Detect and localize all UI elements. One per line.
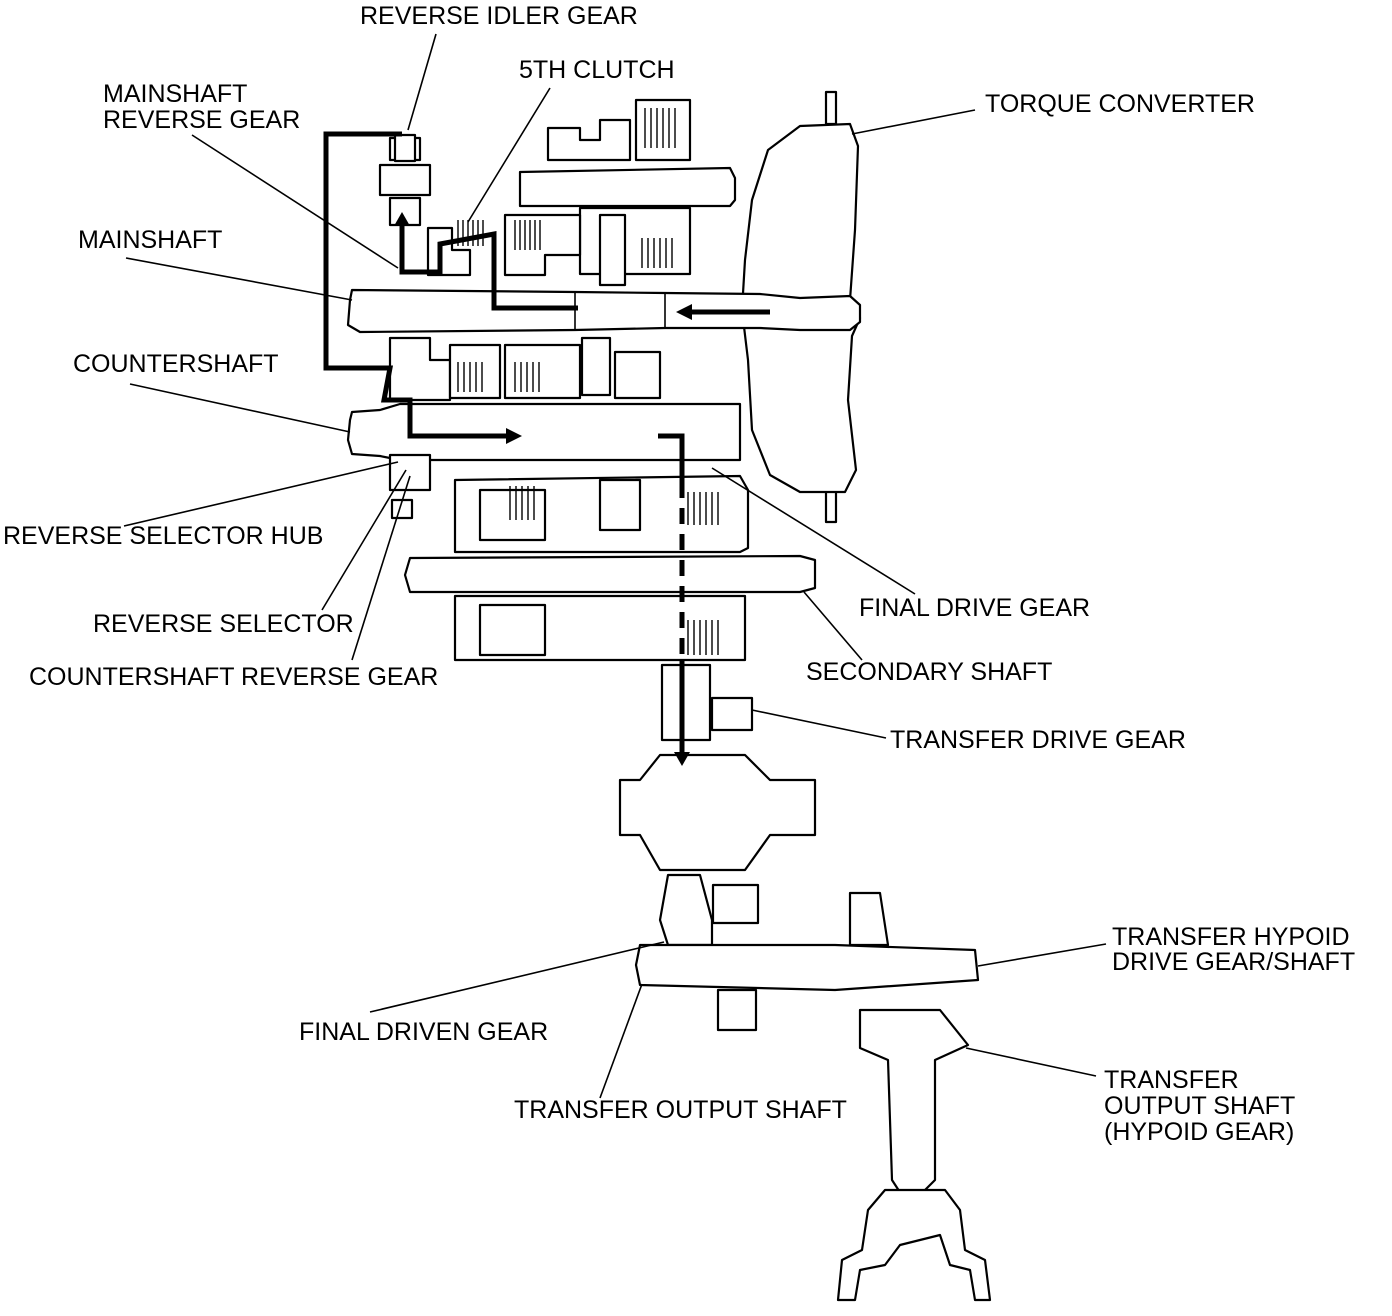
countershaft — [346, 402, 742, 520]
label-transfer-hypoid-line1: TRANSFER HYPOID — [1112, 923, 1350, 951]
mainshaft — [346, 288, 862, 334]
label-transfer-output-hypoid-line3: (HYPOID GEAR) — [1104, 1118, 1294, 1146]
differential-housing — [618, 753, 817, 947]
label-torque-converter: TORQUE CONVERTER — [985, 90, 1255, 118]
secondary-shaft — [403, 554, 817, 662]
reverse-idler-gear — [393, 133, 417, 163]
label-countershaft: COUNTERSHAFT — [73, 350, 279, 378]
label-transfer-drive-gear: TRANSFER DRIVE GEAR — [890, 726, 1186, 754]
clutch-pack-upper-2 — [644, 108, 676, 148]
clutch-pack-upper-1 — [514, 220, 541, 250]
label-reverse-selector: REVERSE SELECTOR — [93, 610, 354, 638]
label-countershaft-reverse-gear: COUNTERSHAFT REVERSE GEAR — [29, 663, 438, 691]
label-transfer-output-hypoid-line2: OUTPUT SHAFT — [1104, 1092, 1295, 1120]
mainshaft-clutch-assembly — [378, 98, 737, 287]
label-transfer-output-hypoid-line1: TRANSFER — [1104, 1066, 1239, 1094]
rear-output-flange — [836, 1188, 992, 1302]
transfer-hypoid-gear — [848, 891, 970, 1202]
label-mainshaft-reverse-gear-line1: MAINSHAFT — [103, 80, 247, 108]
label-mainshaft-reverse-gear-line2: REVERSE GEAR — [103, 106, 300, 134]
mid-gear-assembly — [388, 336, 662, 402]
labels: REVERSE IDLER GEAR 5TH CLUTCH MAINSHAFT … — [3, 2, 1355, 1146]
clutch-pack-secondary — [687, 620, 719, 655]
label-final-drive-gear: FINAL DRIVE GEAR — [859, 594, 1090, 622]
label-mainshaft: MAINSHAFT — [78, 226, 222, 254]
leader-lines — [123, 33, 1107, 1099]
clutch-pack-lower-1 — [509, 486, 535, 520]
lower-clutch-assembly — [453, 474, 750, 554]
label-fifth-clutch: 5TH CLUTCH — [519, 56, 675, 84]
label-reverse-idler-gear: REVERSE IDLER GEAR — [360, 2, 638, 30]
label-reverse-selector-hub: REVERSE SELECTOR HUB — [3, 522, 323, 550]
label-transfer-output-shaft: TRANSFER OUTPUT SHAFT — [514, 1096, 847, 1124]
transfer-output-shaft — [634, 943, 980, 1032]
power-flow-path — [323, 131, 770, 766]
transfer-drive-gear — [660, 663, 754, 742]
label-secondary-shaft: SECONDARY SHAFT — [806, 658, 1052, 686]
clutch-pack-upper-3 — [641, 238, 673, 268]
label-transfer-hypoid-line2: DRIVE GEAR/SHAFT — [1112, 948, 1355, 976]
label-final-driven-gear: FINAL DRIVEN GEAR — [299, 1018, 548, 1046]
clutch-pack-mid-2 — [514, 362, 540, 392]
clutch-pack-lower-2 — [687, 492, 719, 525]
clutch-pack-mid-1 — [457, 362, 483, 392]
